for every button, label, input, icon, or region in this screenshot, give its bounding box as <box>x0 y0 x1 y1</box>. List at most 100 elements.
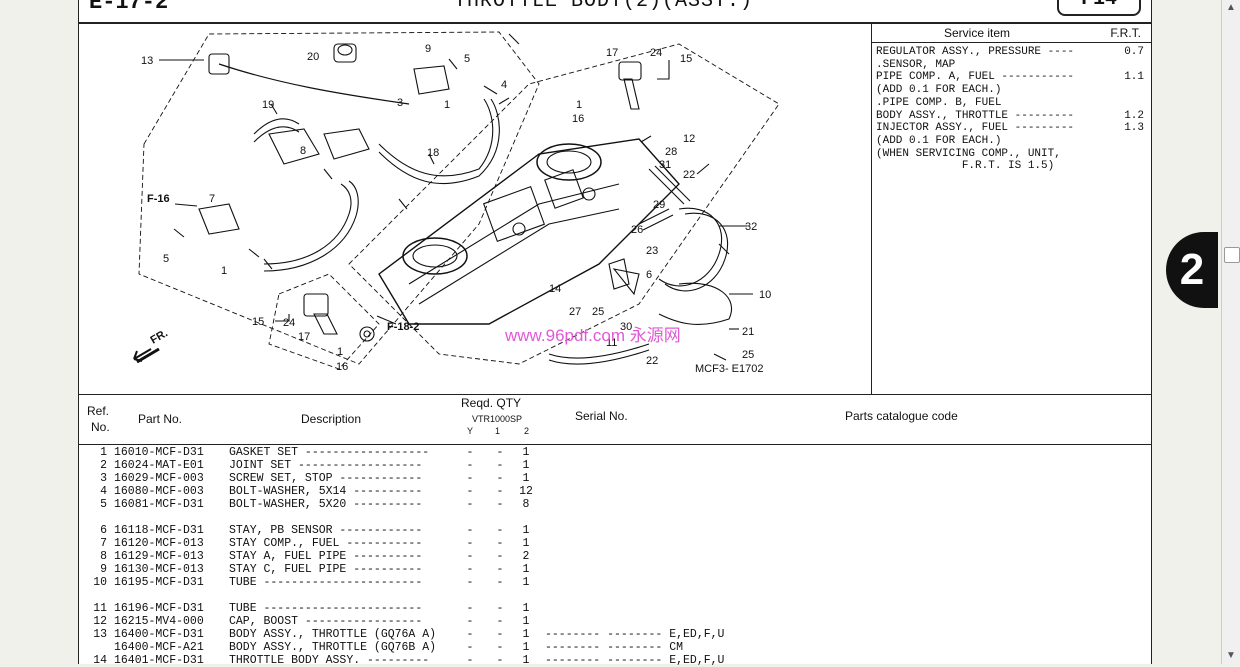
description-cell: BODY ASSY., THROTTLE (GQ76A A) <box>229 628 437 641</box>
serial-cell: -------- -------- E,ED,F,U <box>545 654 725 667</box>
part-no-cell: 16130-MCF-013 <box>114 563 204 576</box>
description-cell: STAY COMP., FUEL ----------- <box>229 537 423 550</box>
callout-label: 26 <box>631 224 643 236</box>
service-item-row: (ADD 0.1 FOR EACH.) <box>876 135 1146 148</box>
qty-1-cell: - <box>496 485 504 498</box>
scroll-up-icon[interactable]: ▲ <box>1226 2 1236 13</box>
callout-label: 30 <box>620 321 632 333</box>
callout-label: 16 <box>572 113 584 125</box>
part-no-cell: 16010-MCF-D31 <box>114 446 204 459</box>
description-cell: BOLT-WASHER, 5X14 ---------- <box>229 485 423 498</box>
catalogue-page: E-17-2 THROTTLE BODY(2)(ASSY.) F14 <box>78 0 1152 667</box>
no-heading: No. <box>91 420 110 434</box>
throttle-body-drawing: 13209541172415198312116312822187F-165126… <box>133 31 780 375</box>
scroll-thumb[interactable] <box>1224 247 1240 263</box>
qty-heading: Reqd. QTY <box>461 396 522 410</box>
service-item-row: .PIPE COMP. B, FUEL <box>876 97 1146 110</box>
serial-cell: -------- -------- CM <box>545 641 684 654</box>
callout-label: 14 <box>549 283 561 295</box>
qty-y-cell: - <box>466 485 474 498</box>
part-no-cell: 16129-MCF-013 <box>114 550 204 563</box>
qty-1-cell: - <box>496 550 504 563</box>
ref-cell: 5 <box>100 498 107 511</box>
ref-cell: 9 <box>100 563 107 576</box>
qty-y-cell: - <box>466 459 474 472</box>
description-cell: CAP, BOOST ----------------- <box>229 615 423 628</box>
callout-label: 21 <box>742 326 754 338</box>
part-no-cell: 16400-MCF-D31 <box>114 628 204 641</box>
service-item-text: .PIPE COMP. B, FUEL <box>876 96 1002 109</box>
qty-2-cell: 1 <box>522 576 530 589</box>
qty-2-cell: 1 <box>522 641 530 654</box>
vertical-scrollbar[interactable]: ▲ ▼ <box>1221 0 1240 664</box>
callout-label: 13 <box>141 55 153 67</box>
description-heading: Description <box>301 412 362 426</box>
callout-label: 6 <box>646 269 652 281</box>
qty-col-1: 1 <box>495 426 501 436</box>
qty-1-cell: - <box>496 472 504 485</box>
part-no-cell: 16081-MCF-D31 <box>114 498 204 511</box>
qty-2-cell: 2 <box>522 550 530 563</box>
qty-col-2: 2 <box>524 426 530 436</box>
callout-label: 17 <box>298 331 310 343</box>
service-item-text: (ADD 0.1 FOR EACH.) <box>876 134 1002 147</box>
qty-y-cell: - <box>466 602 474 615</box>
qty-2-cell: 1 <box>522 472 530 485</box>
part-no-cell: 16400-MCF-A21 <box>114 641 204 654</box>
qty-2-cell: 8 <box>522 498 530 511</box>
service-item-header: Service item F.R.T. <box>872 24 1151 43</box>
callout-label: 24 <box>650 47 662 59</box>
qty-y-cell: - <box>466 472 474 485</box>
service-item-panel: Service item F.R.T. REGULATOR ASSY., PRE… <box>872 24 1151 395</box>
service-item-text: BODY ASSY., THROTTLE --------- <box>876 109 1075 122</box>
service-item-row: F.R.T. IS 1.5) <box>876 160 1146 173</box>
callout-label: 1 <box>576 99 582 111</box>
description-cell: GASKET SET ------------------ <box>229 446 430 459</box>
service-item-text: (WHEN SERVICING COMP., UNIT, <box>876 147 1061 160</box>
ref-cell: 1 <box>100 446 107 459</box>
callout-label: 9 <box>425 43 431 55</box>
part-no-heading: Part No. <box>138 412 183 426</box>
qty-2-cell: 12 <box>519 485 533 498</box>
description-cell: STAY A, FUEL PIPE ---------- <box>229 550 423 563</box>
description-cell: THROTTLE BODY ASSY. --------- <box>229 654 430 667</box>
watermark: www.96pdf.com 永源网 <box>504 326 681 345</box>
qty-1-cell: - <box>496 641 504 654</box>
callout-label: F-18-2 <box>387 321 419 333</box>
qty-1-cell: - <box>496 654 504 667</box>
part-no-cell: 16195-MCF-D31 <box>114 576 204 589</box>
callout-label: 31 <box>659 159 671 171</box>
part-no-cell: 16024-MAT-E01 <box>114 459 204 472</box>
page-title: THROTTLE BODY(2)(ASSY.) <box>454 0 754 13</box>
qty-col-y: Y <box>467 426 474 436</box>
service-item-text: F.R.T. IS 1.5) <box>876 160 1055 173</box>
page-header: E-17-2 THROTTLE BODY(2)(ASSY.) F14 <box>79 0 1151 24</box>
service-item-text: (ADD 0.1 FOR EACH.) <box>876 84 1002 97</box>
qty-y-cell: - <box>466 654 474 667</box>
section-badge: F14 <box>1057 0 1141 16</box>
qty-2-cell: 1 <box>522 615 530 628</box>
service-item-row: PIPE COMP. A, FUEL -----------1.1 <box>876 71 1146 84</box>
part-no-cell: 16080-MCF-003 <box>114 485 204 498</box>
section-tab[interactable]: 2 <box>1166 232 1218 308</box>
qty-1-cell: - <box>496 628 504 641</box>
table-row[interactable]: 1 16010-MCF-D31 GASKET SET ---------------… <box>79 446 1151 459</box>
qty-1-cell: - <box>496 576 504 589</box>
part-no-cell: 16215-MV4-000 <box>114 615 204 628</box>
scroll-down-icon[interactable]: ▼ <box>1226 650 1236 661</box>
